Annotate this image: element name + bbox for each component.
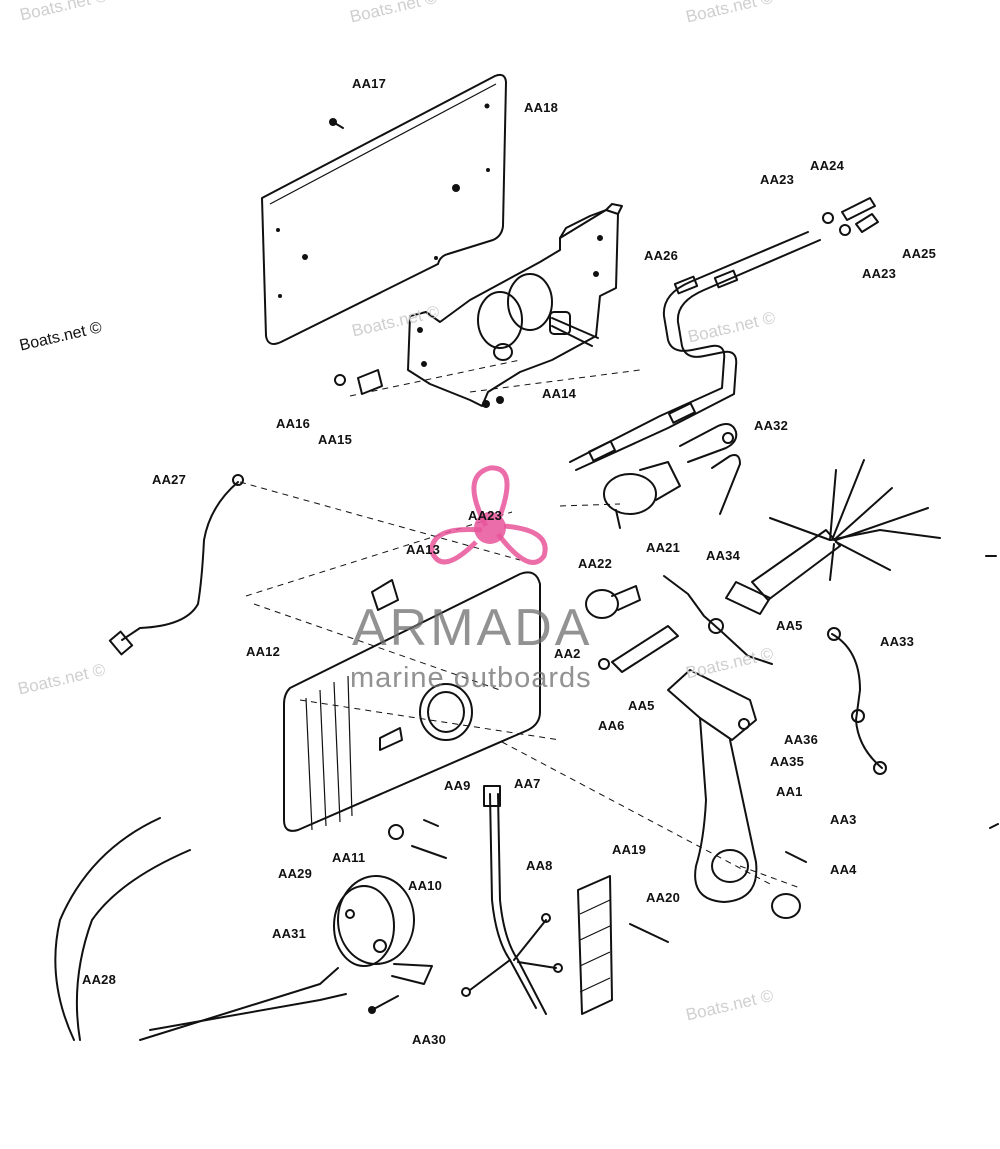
part-label-aa2: AA2 [554,646,581,661]
wiring-harness [725,459,941,615]
part-label-aa17: AA17 [352,76,387,91]
part-label-aa26: AA26 [644,248,679,263]
part-label-aa5: AA5 [776,618,803,633]
mounting-plate [261,73,507,345]
part-label-aa21: AA21 [646,540,681,555]
part-label-aa32: AA32 [754,418,789,433]
part-label-aa30: AA30 [412,1032,447,1047]
part-label-aa14: AA14 [542,386,577,401]
part-label-aa4: AA4 [830,862,857,877]
part-label-aa24: AA24 [810,158,845,173]
part-label-aa29: AA29 [278,866,313,881]
terminal-block [577,875,613,1015]
part-label-aa5: AA5 [628,698,655,713]
part-label-aa20: AA20 [646,890,681,905]
control-bracket [407,203,623,408]
tachometer-harness [461,785,563,1015]
control-handle [667,669,758,903]
lanyard-chain [663,575,773,665]
part-label-aa22: AA22 [578,556,613,571]
handle-cap [771,893,801,919]
part-label-aa11: AA11 [332,850,366,865]
part-label-aa34: AA34 [706,548,741,563]
armada-tagline: marine outboards [350,662,592,694]
part-label-aa36: AA36 [784,732,819,747]
cable-end-parts [822,197,879,236]
part-label-aa12: AA12 [246,644,281,659]
part-label-aa13: AA13 [406,542,441,557]
part-label-aa3: AA3 [830,812,857,827]
part-label-aa16: AA16 [276,416,311,431]
part-label-aa6: AA6 [598,718,625,733]
ignition-switch [603,461,681,529]
part-label-aa23: AA23 [760,172,795,187]
armada-brand-name: ARMADA [352,599,593,657]
part-label-aa7: AA7 [514,776,541,791]
gauge-leads [54,817,347,1041]
neutral-pin [611,625,679,673]
control-cables [569,231,821,471]
part-label-aa15: AA15 [318,432,353,447]
part-label-aa8: AA8 [526,858,553,873]
part-label-aa23: AA23 [468,508,503,523]
part-label-aa28: AA28 [82,972,117,987]
part-label-aa9: AA9 [444,778,471,793]
part-label-aa23: AA23 [862,266,897,281]
ignition-keys [679,423,741,515]
part-label-aa35: AA35 [770,754,805,769]
part-label-aa27: AA27 [152,472,187,487]
part-label-aa25: AA25 [902,246,937,261]
housing-clip [371,579,399,611]
neutral-switch [585,585,641,619]
bracket-clip-and-nut [334,369,383,395]
tachometer-gauge [333,875,433,985]
part-label-aa19: AA19 [612,842,647,857]
part-label-aa18: AA18 [524,100,559,115]
part-label-aa31: AA31 [272,926,307,941]
part-label-aa1: AA1 [776,784,803,799]
armada-propeller-logo [429,465,548,565]
trim-lead [827,627,887,775]
part-label-aa33: AA33 [880,634,915,649]
neutral-switch-lead [108,474,244,656]
part-label-aa10: AA10 [408,878,443,893]
